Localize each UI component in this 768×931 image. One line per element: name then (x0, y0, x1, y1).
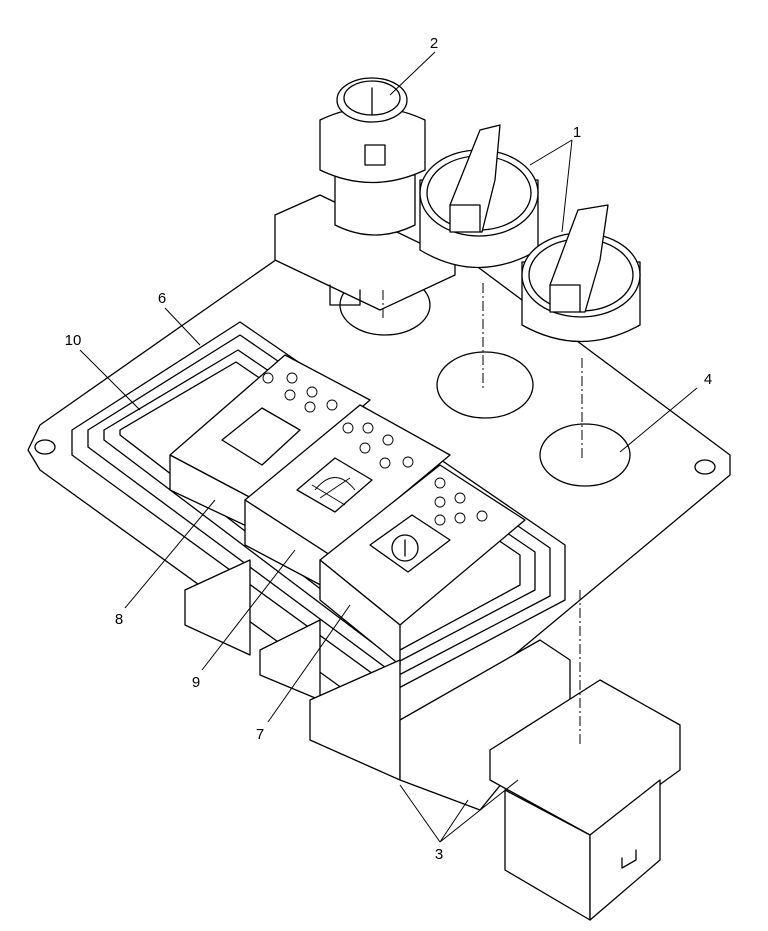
mounting-hole (436, 351, 534, 419)
leader-lines (79, 51, 698, 843)
rocker-switch-7 (319, 464, 526, 666)
connector-blocks (184, 559, 681, 921)
switch-frame (71, 321, 566, 691)
callout-9: 9 (192, 674, 200, 691)
callout-8: 8 (115, 611, 123, 628)
callout-6: 6 (158, 290, 166, 307)
callout-3: 3 (435, 846, 443, 863)
toggle-switch-right (521, 204, 641, 343)
callout-1: 1 (573, 124, 581, 141)
callout-10: 10 (65, 332, 82, 349)
mounting-hole (539, 423, 631, 487)
callout-4: 4 (704, 371, 712, 388)
push-button-2 (274, 77, 456, 311)
callout-7: 7 (256, 726, 264, 743)
callout-2: 2 (430, 35, 438, 52)
toggle-switch-left (419, 124, 539, 269)
rocker-switch-8 (169, 354, 371, 531)
rocker-switch-9 (244, 404, 451, 591)
center-lines (382, 283, 583, 745)
